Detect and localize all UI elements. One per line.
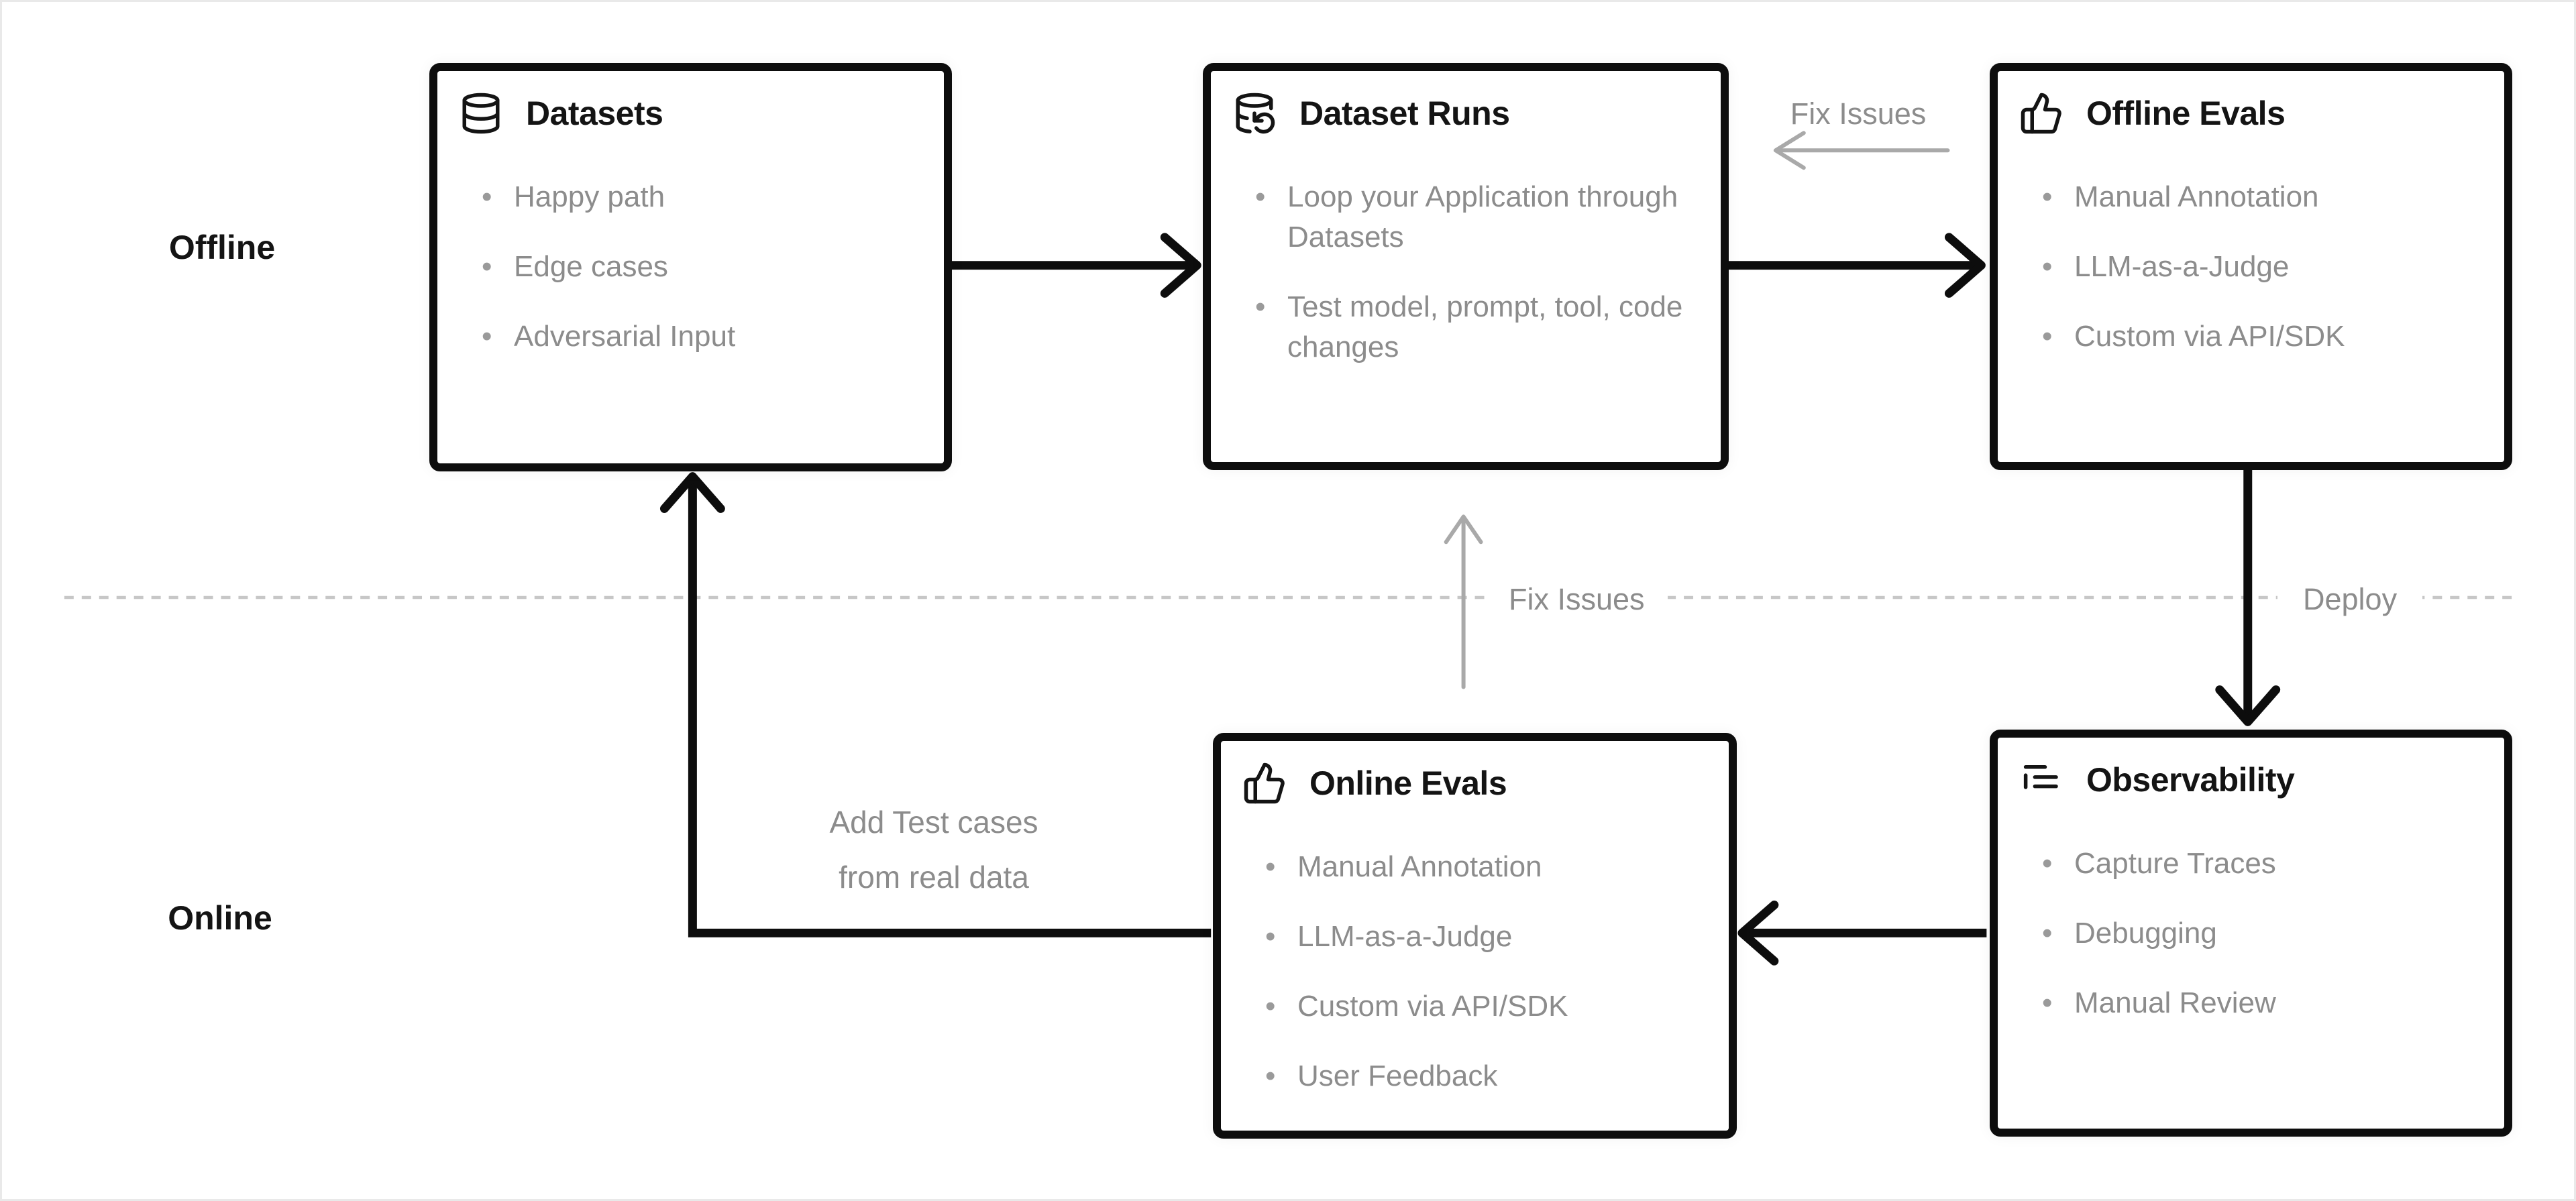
edge-label-add-test-cases-line2: from real data	[839, 860, 1029, 895]
list-item: Happy path	[459, 177, 928, 217]
thumbs-up-icon	[1242, 761, 1287, 805]
card-offline-evals-header: Offline Evals	[2019, 91, 2488, 135]
arrow-observability-to-online-evals	[1737, 900, 1987, 966]
card-dataset-runs-header: Dataset Runs	[1232, 91, 1705, 135]
list-item: User Feedback	[1242, 1056, 1713, 1096]
card-datasets-title: Datasets	[526, 95, 663, 132]
trace-list-icon	[2019, 758, 2063, 802]
card-dataset-runs: Dataset Runs Loop your Application throu…	[1203, 63, 1729, 470]
card-observability-list: Capture Traces Debugging Manual Review	[2019, 844, 2488, 1023]
list-item: Manual Review	[2019, 983, 2488, 1023]
card-online-evals-header: Online Evals	[1242, 761, 1713, 805]
list-item: Loop your Application through Datasets	[1232, 177, 1705, 258]
card-datasets: Datasets Happy path Edge cases Adversari…	[429, 63, 952, 471]
list-item: Custom via API/SDK	[2019, 317, 2488, 357]
arrow-fix-issues-offline	[1773, 131, 1950, 170]
card-datasets-header: Datasets	[459, 91, 928, 135]
card-offline-evals: Offline Evals Manual Annotation LLM-as-a…	[1990, 63, 2512, 470]
lane-label-offline: Offline	[168, 229, 276, 266]
card-datasets-list: Happy path Edge cases Adversarial Input	[459, 177, 928, 357]
list-item: Test model, prompt, tool, code changes	[1232, 287, 1705, 367]
arrow-online-evals-to-datasets	[659, 472, 1212, 937]
list-item: Manual Annotation	[2019, 177, 2488, 217]
list-item: Capture Traces	[2019, 844, 2488, 884]
list-item: Manual Annotation	[1242, 847, 1713, 887]
thumbs-up-icon	[2019, 91, 2063, 135]
arrow-datasets-to-dataset-runs	[950, 233, 1201, 298]
card-observability-header: Observability	[2019, 758, 2488, 802]
arrow-dataset-runs-to-offline-evals	[1725, 233, 1986, 298]
database-rerun-icon	[1232, 91, 1277, 135]
card-online-evals-title: Online Evals	[1309, 764, 1507, 802]
card-online-evals: Online Evals Manual Annotation LLM-as-a-…	[1213, 733, 1737, 1139]
card-offline-evals-list: Manual Annotation LLM-as-a-Judge Custom …	[2019, 177, 2488, 357]
arrow-offline-evals-to-observability	[2215, 468, 2281, 726]
list-item: Edge cases	[459, 247, 928, 287]
list-item: LLM-as-a-Judge	[2019, 247, 2488, 287]
card-dataset-runs-title: Dataset Runs	[1299, 95, 1510, 132]
card-observability-title: Observability	[2086, 761, 2295, 799]
card-online-evals-list: Manual Annotation LLM-as-a-Judge Custom …	[1242, 847, 1713, 1096]
card-offline-evals-title: Offline Evals	[2086, 95, 2286, 132]
edge-label-add-test-cases: Add Test cases from real data	[699, 795, 1169, 905]
database-icon	[459, 91, 503, 135]
card-dataset-runs-list: Loop your Application through Datasets T…	[1232, 177, 1705, 367]
list-item: Adversarial Input	[459, 317, 928, 357]
list-item: Custom via API/SDK	[1242, 986, 1713, 1027]
edge-label-deploy: Deploy	[2277, 577, 2423, 622]
arrow-fix-issues-online	[1444, 514, 1483, 689]
card-observability: Observability Capture Traces Debugging M…	[1990, 730, 2512, 1137]
edge-label-fix-issues-offline: Fix Issues	[1790, 97, 1927, 131]
edge-label-fix-issues-online: Fix Issues	[1486, 577, 1668, 622]
lane-label-online: Online	[168, 899, 272, 937]
edge-label-add-test-cases-line1: Add Test cases	[829, 805, 1038, 840]
list-item: LLM-as-a-Judge	[1242, 917, 1713, 957]
list-item: Debugging	[2019, 913, 2488, 954]
